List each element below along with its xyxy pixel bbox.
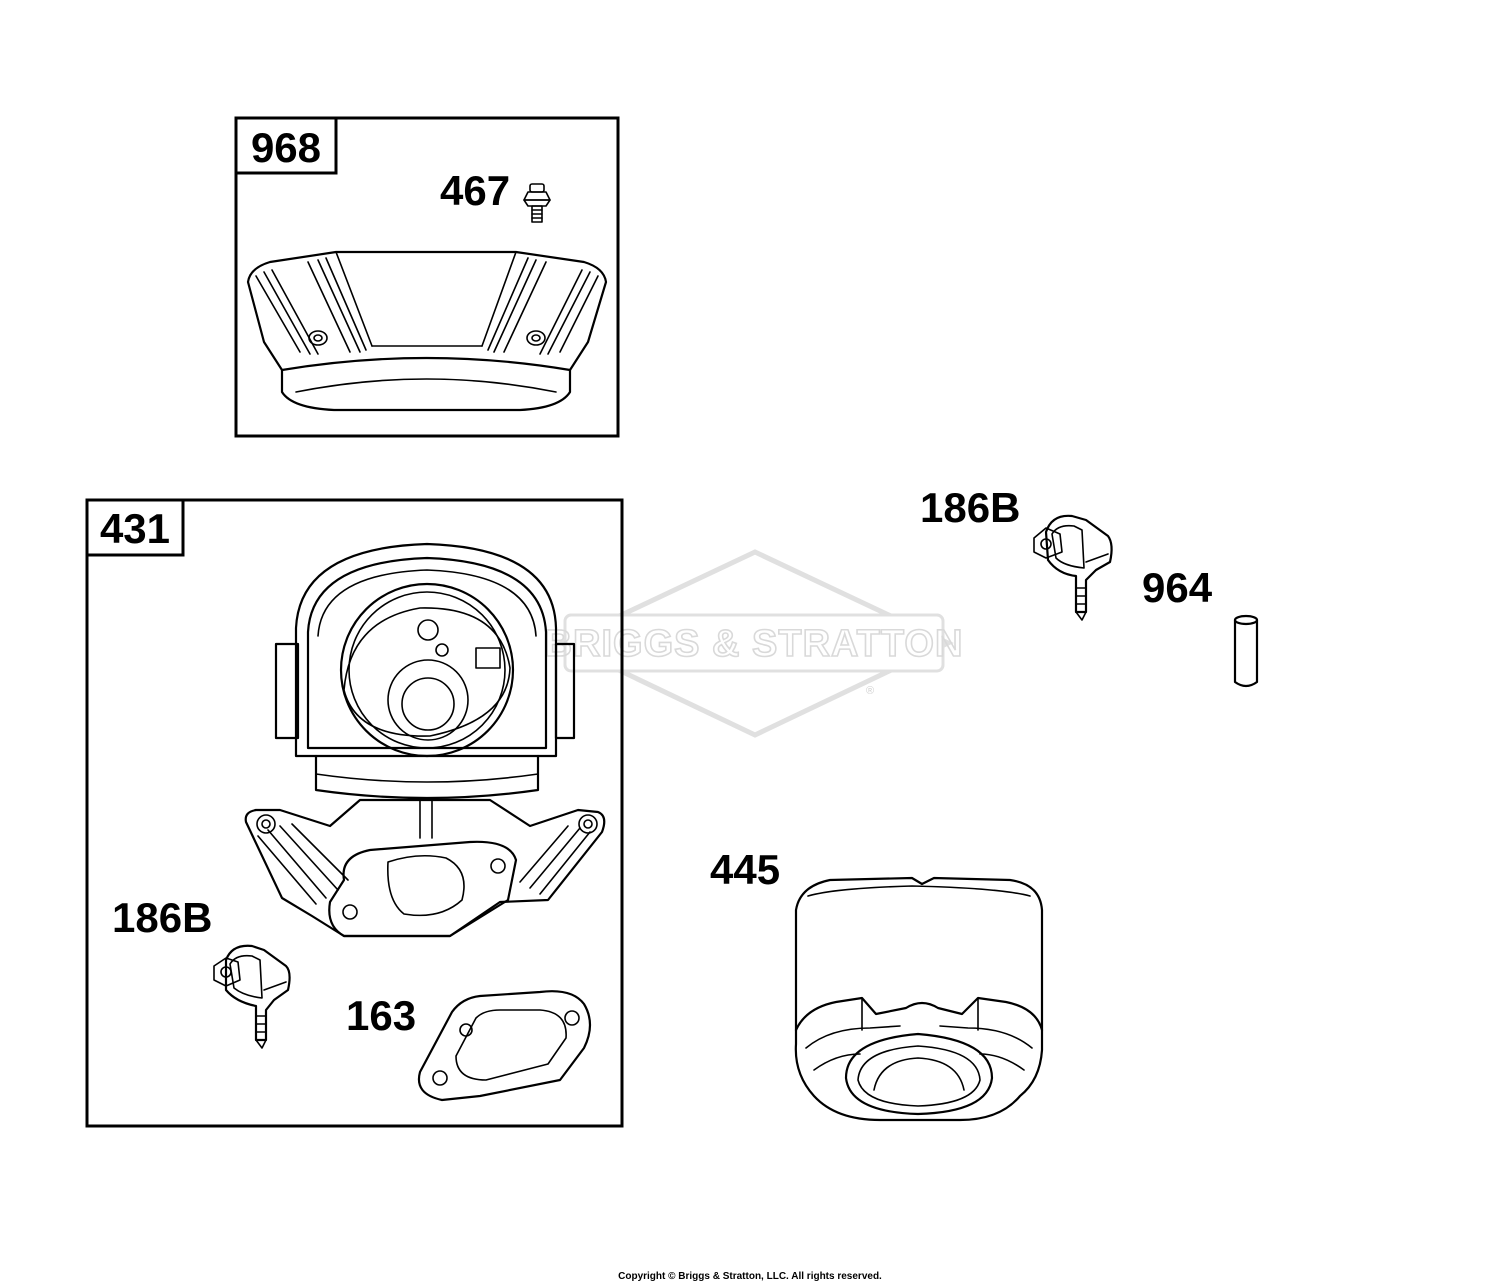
callout-445: 445 [710, 846, 780, 893]
part-964-tube [1233, 614, 1259, 688]
part-445-filter [794, 876, 1044, 1122]
box-968-label-tab [236, 118, 338, 175]
watermark-registered-mark: ® [866, 685, 874, 697]
part-186b-top-elbow [1033, 514, 1113, 621]
watermark-text: BRIGGS & STRATTON [545, 623, 964, 665]
copyright-notice: Copyright © Briggs & Stratton, LLC. All … [618, 1271, 882, 1282]
part-467-bolt [523, 183, 551, 223]
callout-186b-bottom: 186B [112, 894, 212, 941]
part-163-gasket [417, 990, 592, 1102]
callout-163: 163 [346, 992, 416, 1039]
callout-964: 964 [1142, 564, 1213, 611]
part-968-cover [246, 250, 608, 412]
part-186b-bottom-elbow [213, 944, 291, 1049]
box-431-label: 431 [100, 505, 170, 552]
assembly-box-968: 968 467 [234, 116, 620, 438]
part-431-air-cleaner-base [244, 542, 606, 938]
box-968-label: 968 [251, 124, 321, 171]
brand-watermark: BRIGGS & STRATTON ® [544, 549, 964, 738]
callout-467: 467 [440, 167, 510, 214]
box-431-label-tab [87, 500, 185, 557]
assembly-box-431: 431 [85, 498, 624, 1128]
callout-186b-top: 186B [920, 484, 1020, 531]
